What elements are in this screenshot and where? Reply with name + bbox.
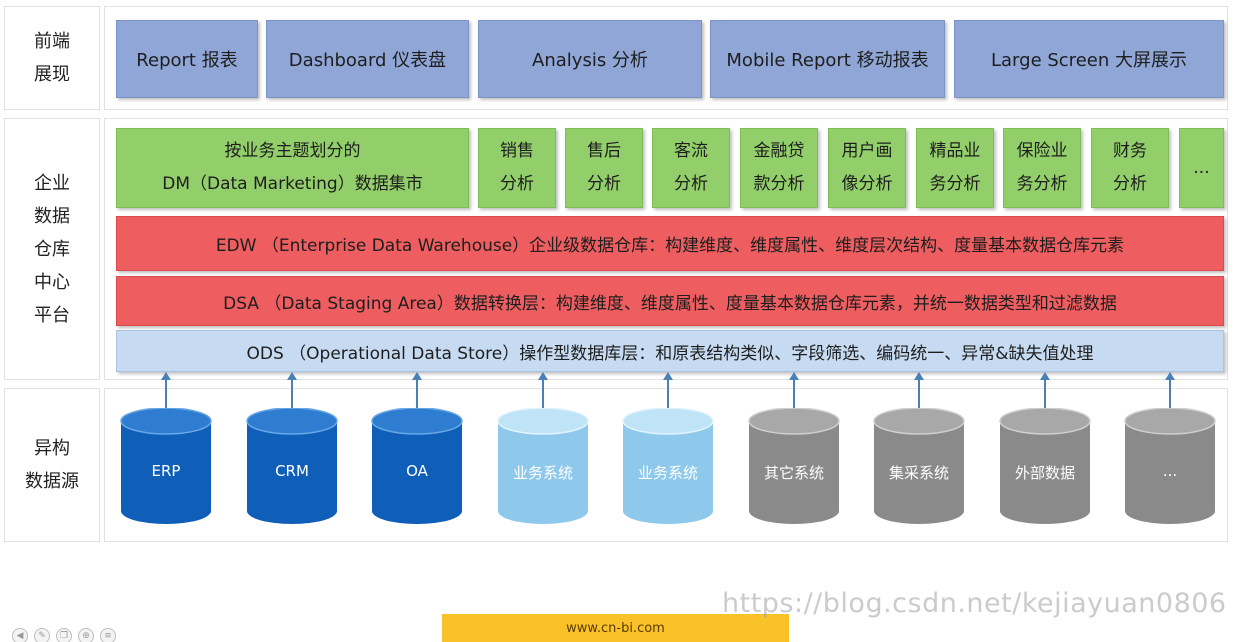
dm-subject-insurance: 保险业 务分析 (1003, 128, 1081, 208)
database-icon (497, 407, 589, 524)
frontend-box-analysis: Analysis 分析 (478, 20, 702, 98)
database-icon (246, 407, 338, 524)
database-label: 业务系统 (637, 464, 698, 482)
source-arrow (1165, 372, 1175, 412)
frontend-box-mobile-report: Mobile Report 移动报表 (710, 20, 945, 98)
row-label-sources-text: 异构 数据源 (25, 438, 79, 492)
database-icon (999, 407, 1091, 524)
database-icon (120, 407, 212, 524)
database-cylinder: ... (1124, 407, 1216, 524)
dm-subject-finance: 财务 分析 (1091, 128, 1169, 208)
row-label-warehouse-text: 企业 数据 仓库 中心 平台 (34, 172, 70, 326)
database-cylinder: OA (371, 407, 463, 524)
watermark: https://blog.csdn.net/kejiayuan0806 (722, 588, 1227, 619)
ods-layer: ODS （Operational Data Store）操作型数据库层：和原表结… (116, 330, 1224, 372)
source-arrow (538, 372, 548, 412)
frontend-box-large-screen: Large Screen 大屏展示 (954, 20, 1224, 98)
database-label: ... (1162, 462, 1178, 480)
dm-subject-sales: 销售 分析 (478, 128, 556, 208)
zoom-icon[interactable]: ⊕ (78, 628, 94, 642)
footer-bar: www.cn-bi.com (442, 614, 789, 642)
database-label: CRM (275, 462, 309, 480)
database-icon (622, 407, 714, 524)
database-icon (1124, 407, 1216, 524)
database-cylinder: 外部数据 (999, 407, 1091, 524)
database-icon (873, 407, 965, 524)
back-icon[interactable]: ◀ (12, 628, 28, 642)
source-arrow (789, 372, 799, 412)
copy-icon[interactable]: ❐ (56, 628, 72, 642)
source-arrow (287, 372, 297, 412)
database-label: 外部数据 (1014, 464, 1075, 482)
database-label: ERP (151, 462, 181, 480)
source-arrow (663, 372, 673, 412)
menu-icon[interactable]: ≡ (100, 628, 116, 642)
dm-subject-after-sales: 售后 分析 (565, 128, 643, 208)
frontend-box-dashboard: Dashboard 仪表盘 (266, 20, 469, 98)
row-label-frontend: 前端 展现 (4, 6, 100, 110)
database-cylinder: 业务系统 (497, 407, 589, 524)
source-arrow (161, 372, 171, 412)
source-arrow (412, 372, 422, 412)
row-label-frontend-text: 前端 展现 (34, 31, 70, 85)
edw-layer: EDW （Enterprise Data Warehouse）企业级数据仓库：构… (116, 216, 1224, 271)
row-label-warehouse: 企业 数据 仓库 中心 平台 (4, 118, 100, 380)
source-arrow (914, 372, 924, 412)
dm-subject-finance-loan: 金融贷 款分析 (740, 128, 818, 208)
dm-subject-premium-business: 精品业 务分析 (916, 128, 994, 208)
database-cylinder: 其它系统 (748, 407, 840, 524)
database-icon (748, 407, 840, 524)
pen-icon[interactable]: ✎ (34, 628, 50, 642)
dsa-layer: DSA （Data Staging Area）数据转换层：构建维度、维度属性、度… (116, 276, 1224, 326)
dm-subject-more: ... (1179, 128, 1224, 208)
database-cylinder: CRM (246, 407, 338, 524)
source-arrow (1040, 372, 1050, 412)
footer-url: www.cn-bi.com (566, 620, 665, 636)
dm-main-box: 按业务主题划分的 DM（Data Marketing）数据集市 (116, 128, 469, 208)
dm-subject-traffic: 客流 分析 (652, 128, 730, 208)
database-label: OA (406, 462, 428, 480)
database-icon (371, 407, 463, 524)
database-cylinder: ERP (120, 407, 212, 524)
database-label: 业务系统 (512, 464, 573, 482)
dm-subject-user-profile: 用户画 像分析 (828, 128, 906, 208)
database-label: 集采系统 (888, 464, 949, 482)
frontend-box-report: Report 报表 (116, 20, 258, 98)
database-cylinder: 集采系统 (873, 407, 965, 524)
row-label-sources: 异构 数据源 (4, 388, 100, 542)
database-label: 其它系统 (763, 464, 824, 482)
database-cylinder: 业务系统 (622, 407, 714, 524)
